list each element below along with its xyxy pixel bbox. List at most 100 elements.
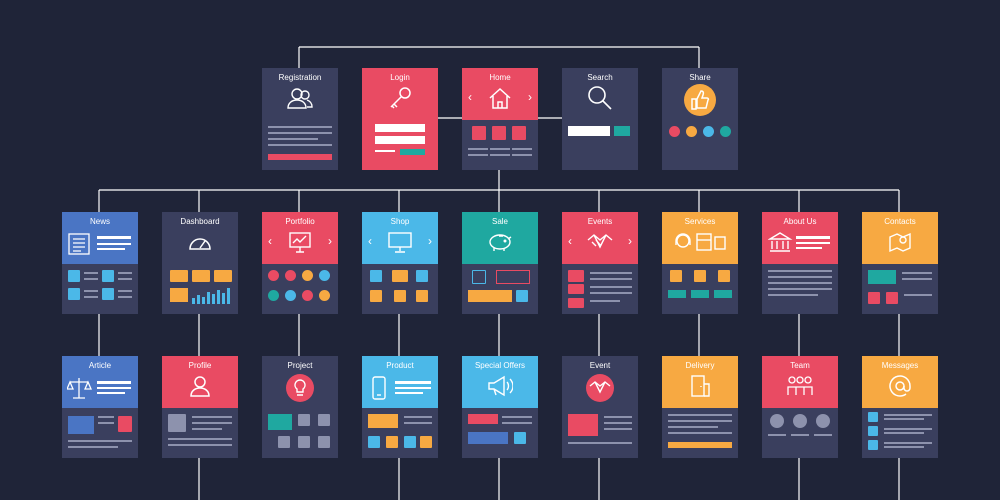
card-events[interactable]: Events ‹ › [562, 212, 638, 314]
card-header: Profile [162, 356, 238, 408]
card-title: Contacts [884, 217, 916, 226]
chevron-left-icon[interactable]: ‹ [368, 234, 372, 248]
bar-mini-chart [192, 288, 230, 304]
chevron-right-icon[interactable]: › [328, 234, 332, 248]
scales-icon [67, 378, 131, 399]
magnifier-icon [588, 86, 612, 110]
presentation-icon [289, 232, 311, 253]
search-button[interactable] [614, 126, 630, 136]
card-dashboard[interactable]: Dashboard [162, 212, 238, 314]
card-body [662, 120, 738, 170]
card-body [862, 264, 938, 314]
card-header: Contacts [862, 212, 938, 264]
card-login[interactable]: Login [362, 68, 438, 170]
card-delivery[interactable]: Delivery [662, 356, 738, 458]
card-body [262, 408, 338, 458]
card-news[interactable]: News [62, 212, 138, 314]
card-header: Portfolio ‹ › [262, 212, 338, 264]
card-search[interactable]: Search [562, 68, 638, 170]
card-event[interactable]: Event [562, 356, 638, 458]
team-icon [787, 376, 813, 395]
card-body [62, 408, 138, 458]
at-icon [889, 375, 911, 397]
card-home[interactable]: Home ‹ › [462, 68, 538, 170]
card-header: Services [662, 212, 738, 264]
card-body [462, 264, 538, 314]
card-title: Services [684, 217, 716, 226]
card-header: Article [62, 356, 138, 408]
card-services[interactable]: Services [662, 212, 738, 314]
card-header: Registration [262, 68, 338, 120]
share-dot[interactable] [669, 126, 680, 137]
card-title: Profile [188, 361, 212, 370]
card-body [462, 408, 538, 458]
bank-icon [768, 232, 830, 252]
card-shop[interactable]: Shop ‹ › [362, 212, 438, 314]
chevron-left-icon[interactable]: ‹ [568, 234, 572, 248]
card-header: Product [362, 356, 438, 408]
card-header: Team [762, 356, 838, 408]
newspaper-icon [68, 233, 131, 255]
card-header: Dashboard [162, 212, 238, 264]
headset-icon [675, 233, 726, 251]
card-article[interactable]: Article [62, 356, 138, 458]
share-dot[interactable] [720, 126, 731, 137]
chevron-left-icon[interactable]: ‹ [268, 234, 272, 248]
delivery-button[interactable] [668, 442, 732, 448]
card-title: Special Offers [474, 361, 526, 370]
card-product[interactable]: Product [362, 356, 438, 458]
chevron-left-icon[interactable]: ‹ [468, 90, 472, 104]
card-header: About Us [762, 212, 838, 264]
card-body [862, 408, 938, 458]
gauge-icon [189, 238, 211, 250]
monitor-icon [388, 232, 412, 253]
chevron-right-icon[interactable]: › [428, 234, 432, 248]
chevron-right-icon[interactable]: › [628, 234, 632, 248]
thumbs-up-icon [684, 84, 716, 116]
phone-icon [372, 376, 431, 400]
card-header: News [62, 212, 138, 264]
card-title: Delivery [685, 361, 715, 370]
share-dot[interactable] [703, 126, 714, 137]
card-title: Product [386, 361, 414, 370]
card-messages[interactable]: Messages [862, 356, 938, 458]
card-title: Team [790, 361, 810, 370]
card-share[interactable]: Share [662, 68, 738, 170]
share-dot[interactable] [686, 126, 697, 137]
home-icon [489, 87, 511, 109]
card-header: Home ‹ › [462, 68, 538, 120]
card-body [762, 408, 838, 458]
card-team[interactable]: Team [762, 356, 838, 458]
key-icon [390, 87, 411, 109]
card-body [462, 120, 538, 170]
card-title: Login [390, 73, 410, 82]
card-title: Search [587, 73, 613, 82]
card-profile[interactable]: Profile [162, 356, 238, 458]
card-about-us[interactable]: About Us [762, 212, 838, 314]
chevron-right-icon[interactable]: › [528, 90, 532, 104]
search-input[interactable] [568, 126, 610, 136]
card-registration[interactable]: Registration [262, 68, 338, 170]
card-header: Special Offers [462, 356, 538, 408]
card-body [262, 264, 338, 314]
card-title: Portfolio [285, 217, 315, 226]
card-special-offers[interactable]: Special Offers [462, 356, 538, 458]
card-header: Delivery [662, 356, 738, 408]
card-header: Messages [862, 356, 938, 408]
card-portfolio[interactable]: Portfolio ‹ › [262, 212, 338, 314]
card-header: Search [562, 68, 638, 120]
card-contacts[interactable]: Contacts [862, 212, 938, 314]
lightbulb-icon [286, 374, 314, 402]
map-pin-icon [889, 232, 911, 253]
card-body [62, 264, 138, 314]
card-header: Shop ‹ › [362, 212, 438, 264]
card-title: Messages [881, 361, 919, 370]
person-icon [190, 376, 210, 397]
users-icon [287, 88, 313, 109]
card-sale[interactable]: Sale [462, 212, 538, 314]
card-project[interactable]: Project [262, 356, 338, 458]
piggy-bank-icon [489, 234, 512, 251]
card-title: About Us [783, 217, 817, 226]
megaphone-icon [488, 375, 513, 397]
